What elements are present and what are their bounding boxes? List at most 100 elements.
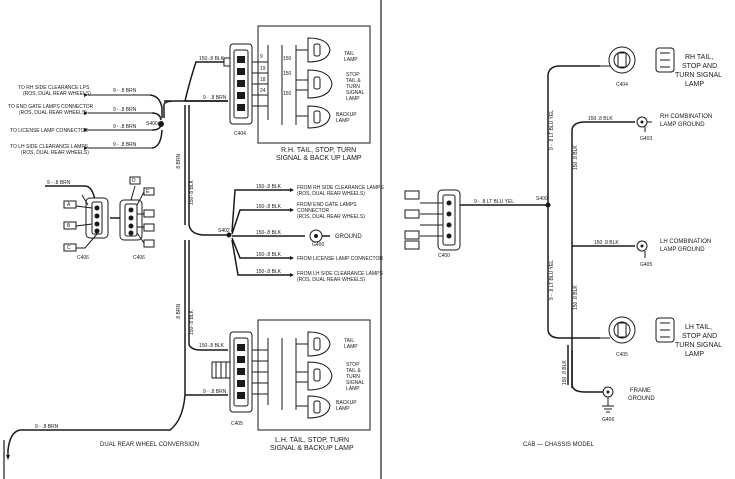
wire-label: .8 BRN — [176, 303, 182, 320]
input-label: TO LH SIDE CLEARANCE LAMPS — [10, 144, 89, 150]
ground-label: G406 — [602, 417, 614, 423]
right-lh-lamp: C405 LH TAIL, STOP AND TURN SIGNAL LAMP — [600, 316, 722, 358]
svg-text:SIGNAL: SIGNAL — [346, 90, 365, 96]
svg-text:LAMP: LAMP — [346, 386, 360, 392]
c406-connector: 9 - .8 BRN A B C D E C406 — [45, 176, 155, 261]
lamp-label: TURN SIGNAL — [675, 342, 722, 349]
lamp-label: TURN SIGNAL — [675, 72, 722, 79]
wire-label: 150-.8 BLK — [256, 269, 282, 275]
rh-lamp-title: SIGNAL & BACK UP LAMP — [276, 155, 362, 162]
svg-text:LAMP: LAMP — [336, 406, 350, 412]
branch-labels: FROM RH SIDE CLEARANCE LAMPS (ROS, DUAL … — [297, 185, 384, 283]
splice-label: S402 — [218, 228, 230, 234]
svg-text:150: 150 — [283, 91, 292, 97]
ground-label: GROUND — [628, 396, 655, 402]
connector-label: C404 — [616, 82, 628, 88]
input-label: (ROS, DUAL REAR WHEELS) — [23, 91, 91, 97]
svg-text:STOP: STOP — [346, 72, 360, 78]
svg-text:150: 150 — [283, 56, 292, 62]
wire-label: 150-.8 BLK — [199, 56, 225, 62]
connector-label: C405 — [231, 421, 243, 427]
wire-label: 9 - .8 BRN — [47, 180, 71, 186]
svg-text:9: 9 — [260, 54, 263, 60]
right-frame-ground: G406 FRAME GROUND — [602, 386, 655, 423]
rh-lamp-title: R.H. TAIL, STOP, TURN — [281, 147, 356, 154]
branch-label: (ROS, DUAL REAR WHEELS) — [297, 277, 365, 283]
lh-lamp-title: L.H. TAIL, STOP, TURN — [275, 437, 349, 444]
ground-label: FRAME — [630, 388, 651, 394]
svg-text:TAIL: TAIL — [344, 51, 354, 57]
svg-text:19: 19 — [260, 66, 266, 72]
svg-text:LAMP: LAMP — [346, 96, 360, 102]
svg-text:TAIL: TAIL — [344, 338, 354, 344]
right-lh-ground: G405 LH COMBINATION LAMP GROUND — [636, 239, 711, 268]
right-c400: C400 9 - .8 LT BLU YEL S400 — [404, 189, 551, 259]
right-rh-ground: G403 RH COMBINATION LAMP GROUND — [636, 114, 712, 142]
ground-label: G400 — [312, 242, 324, 248]
input-label: TO END GATE LAMPS CONNECTOR — [8, 104, 94, 110]
svg-text:A: A — [67, 202, 71, 208]
lamp-label: LAMP — [685, 351, 704, 358]
branch-label: FROM RH SIDE CLEARANCE LAMPS — [297, 185, 384, 191]
branch-label: (ROS, DUAL REAR WHEELS) — [297, 214, 365, 220]
wire-label: 9 - .8 BRN — [113, 107, 137, 113]
svg-text:B: B — [67, 223, 71, 229]
wire-label: 9 - .8 BRN — [203, 95, 227, 101]
svg-text:BACKUP: BACKUP — [336, 112, 357, 118]
rh-lamp-box: C404 9 19 18 24 150 150 150 TAIL LAMP ST… — [223, 25, 371, 162]
svg-text:BACKUP: BACKUP — [336, 400, 357, 406]
wire-label: 9 - .8 LT BLU YEL — [549, 110, 555, 150]
branch-label: GROUND — [335, 234, 362, 240]
input-label: (ROS, DUAL REAR WHEELS) — [21, 150, 89, 156]
wire-label: 150-.8 BLK — [189, 179, 195, 205]
right-trunk: 9 - .8 LT BLU YEL 9 - .8 LT BLU YEL 150 … — [547, 65, 635, 393]
c405-wires: 150-.8 BLK 9 - .8 BRN 9 - .8 BRN — [6, 343, 228, 460]
connector-label: C406 — [77, 255, 89, 261]
lamp-label: LH TAIL, — [685, 324, 712, 331]
branch-label: CONNECTOR — [297, 208, 330, 214]
lh-lamp-title: SIGNAL & BACKUP LAMP — [270, 445, 354, 452]
branch-label: (ROS, DUAL REAR WHEELS) — [297, 191, 365, 197]
ground-label: LAMP GROUND — [660, 247, 705, 253]
wire-label: 9 - .8 LT BLU YEL — [474, 199, 514, 205]
branch-label: FROM LH SIDE CLEARANCE LAMPS — [297, 271, 384, 277]
svg-text:LAMP: LAMP — [344, 344, 358, 350]
svg-text:SIGNAL: SIGNAL — [346, 380, 365, 386]
input-labels: TO RH SIDE CLEARANCE LPS (ROS, DUAL REAR… — [8, 85, 158, 156]
input-label: TO RH SIDE CLEARANCE LPS — [18, 85, 90, 91]
svg-text:24: 24 — [260, 88, 266, 94]
lamp-label: STOP AND — [682, 333, 717, 340]
svg-text:LAMP: LAMP — [344, 57, 358, 63]
svg-text:18: 18 — [260, 77, 266, 83]
wire-label: 150 .8 BLK — [594, 240, 619, 246]
connector-label: C404 — [234, 131, 246, 137]
branch-label: FROM END GATE LAMPS — [297, 202, 357, 208]
input-label: TO LICENSE LAMP CONNECTOR — [10, 128, 88, 134]
svg-text:TAIL &: TAIL & — [346, 368, 361, 374]
wire-label: 150 .8 BLK — [573, 285, 579, 310]
connector-label: C405 — [616, 352, 628, 358]
wire-label: 9 - .8 BRN — [203, 389, 227, 395]
connector-label: C406 — [133, 255, 145, 261]
svg-text:TURN: TURN — [346, 374, 360, 380]
svg-text:TAIL &: TAIL & — [346, 78, 361, 84]
c404-wires: 150-.8 BLK 9 - .8 BRN — [164, 56, 228, 102]
ground-label: G403 — [640, 136, 652, 142]
right-rh-lamp: C404 RH TAIL, STOP AND TURN SIGNAL LAMP — [600, 46, 722, 88]
ground-label: G405 — [640, 262, 652, 268]
ground-label: LH COMBINATION — [660, 239, 711, 245]
ground-label: LAMP GROUND — [660, 122, 705, 128]
wire-label: 9 - .8 BRN — [113, 124, 137, 130]
svg-text:C: C — [67, 245, 71, 251]
wire-label: 150 .8 BLK — [588, 116, 613, 122]
ground-label: RH COMBINATION — [660, 114, 712, 120]
wire-label: 150-.8 BLK — [256, 230, 282, 236]
lamp-label: RH TAIL, — [685, 54, 713, 61]
svg-text:150: 150 — [283, 71, 292, 77]
lamp-label: STOP AND — [682, 63, 717, 70]
main-trunk: .8 BRN 150-.8 BLK 150-.8 BLK .8 BRN — [176, 105, 195, 395]
svg-text:TURN: TURN — [346, 84, 360, 90]
s402-hub: S402 150-.8 BLK 150-.8 BLK 150-.8 BLK 15… — [188, 184, 330, 277]
wire-label: 150 .8 BLK — [562, 360, 568, 385]
